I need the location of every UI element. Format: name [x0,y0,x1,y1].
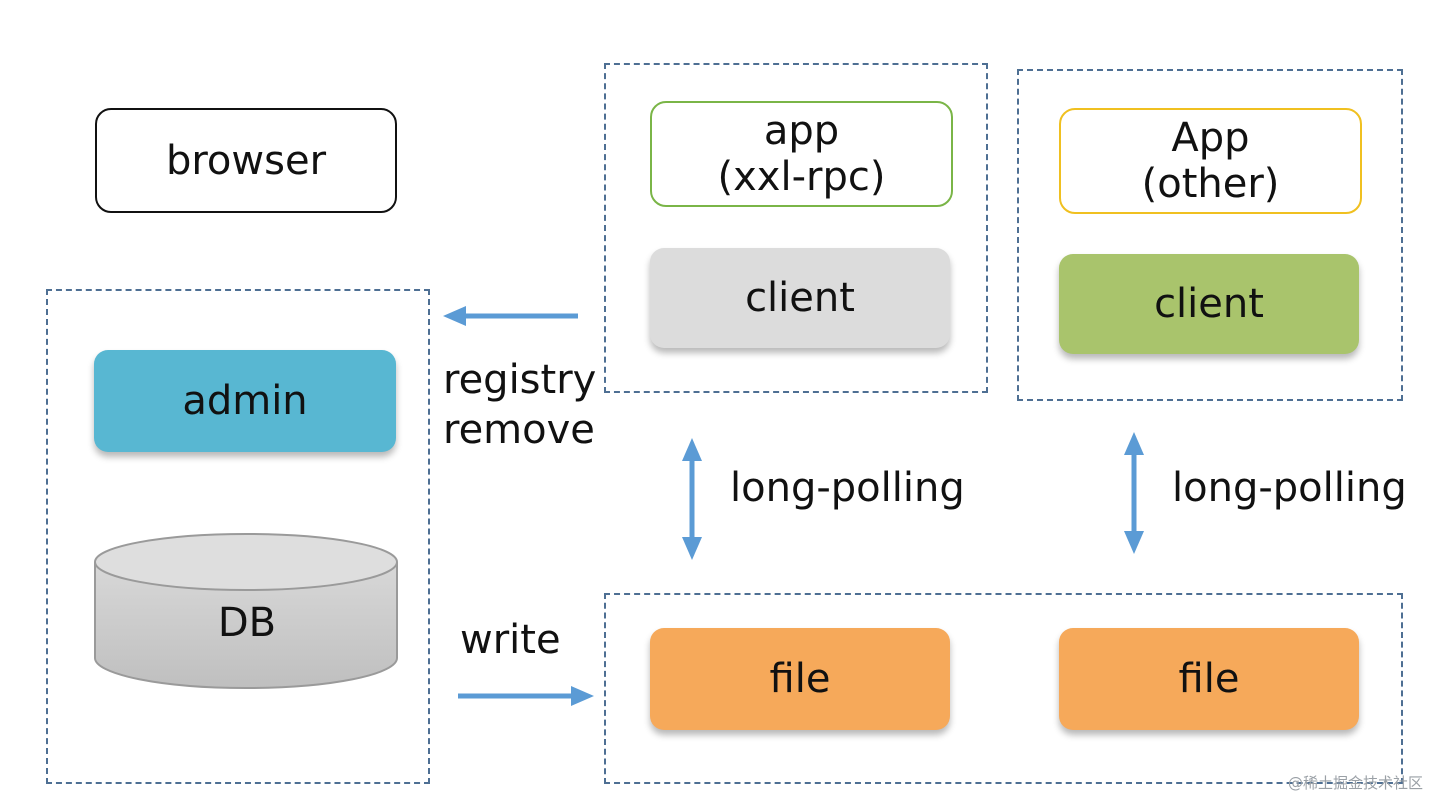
file-1-label: file [769,656,831,702]
registry-label-line1: registry [443,357,597,403]
client-xxl-label: client [745,275,855,321]
admin-group-box [46,289,430,784]
app-xxl-rpc-line2: (xxl-rpc) [717,154,886,200]
registry-label-line2: remove [443,407,595,453]
long-polling-arrow-1 [682,438,702,560]
long-polling-label-2: long-polling [1172,465,1407,511]
app-xxl-rpc-node: app (xxl-rpc) [650,101,953,207]
browser-node: browser [95,108,397,213]
app-other-line1: App [1171,115,1250,161]
client-other-node: client [1059,254,1359,354]
long-polling-arrow-2 [1124,432,1144,554]
db-cylinder [94,533,398,689]
write-label: write [460,617,561,663]
registry-label: registry remove [443,355,596,455]
db-label: DB [217,600,277,646]
file-group-box [604,593,1403,784]
client-xxl-node: client [650,248,950,348]
app-other-group-box [1017,69,1403,401]
long-polling-label-1: long-polling [730,465,965,511]
app-xxl-group-box [604,63,988,393]
file-node-2: file [1059,628,1359,730]
watermark: @稀土掘金技术社区 [1287,774,1423,792]
admin-node: admin [94,350,396,452]
client-other-label: client [1154,281,1264,327]
file-2-label: file [1178,656,1240,702]
registry-arrow [443,306,578,326]
app-other-line2: (other) [1141,161,1280,207]
app-xxl-rpc-line1: app [763,108,840,154]
write-arrow [458,686,594,706]
admin-label: admin [182,378,308,424]
browser-label: browser [165,137,327,184]
app-other-node: App (other) [1059,108,1362,214]
file-node-1: file [650,628,950,730]
